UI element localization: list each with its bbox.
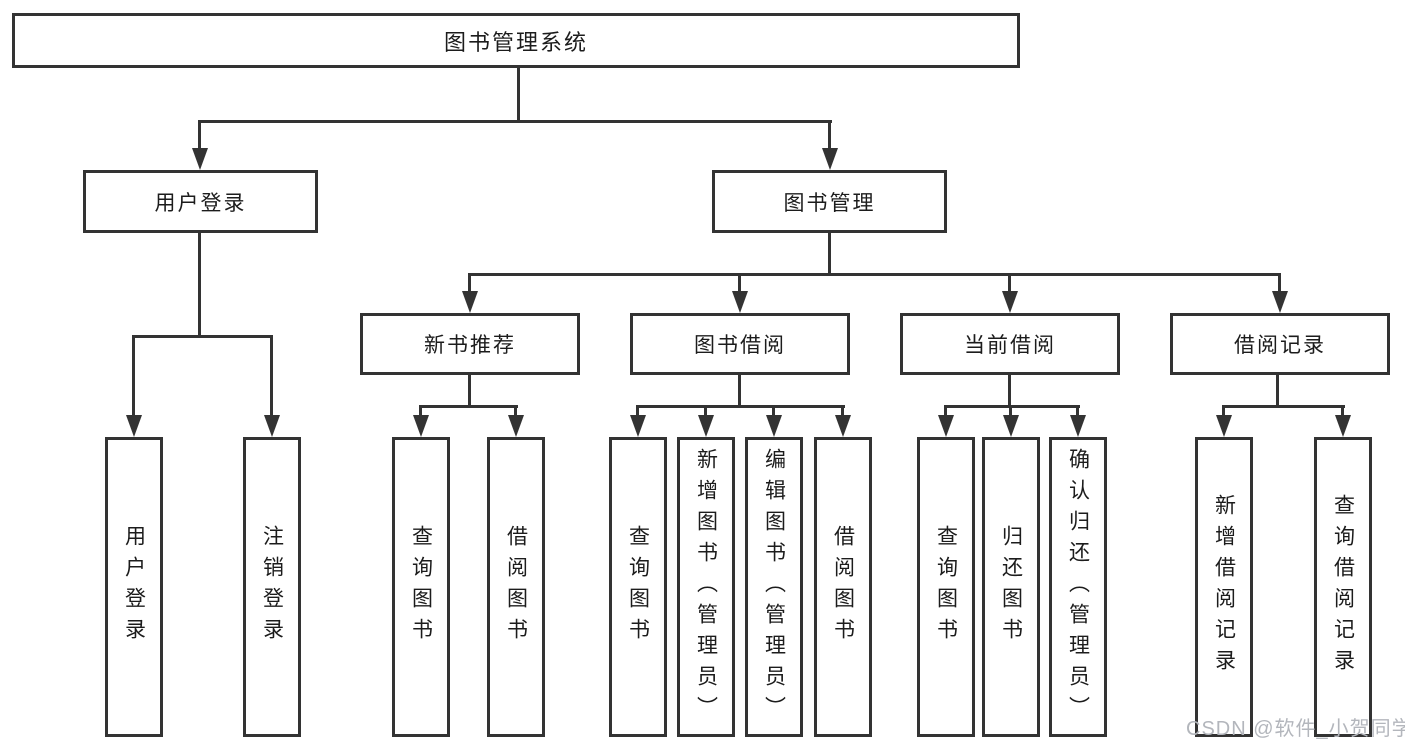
leaf-add-books-admin: 新增图书（管理员） bbox=[677, 437, 735, 737]
leaf-edit-books-admin: 编辑图书（管理员） bbox=[745, 437, 803, 737]
arrowhead-icon bbox=[192, 148, 208, 170]
connector-line bbox=[704, 405, 707, 419]
leaf-query-borrow-record: 查询借阅记录 bbox=[1314, 437, 1372, 737]
connector-line bbox=[1009, 405, 1012, 419]
arrowhead-icon bbox=[126, 415, 142, 437]
connector-line bbox=[1008, 375, 1011, 405]
arrowhead-icon bbox=[1272, 291, 1288, 313]
arrowhead-icon bbox=[264, 415, 280, 437]
connector-line bbox=[636, 405, 639, 419]
connector-line bbox=[636, 405, 845, 408]
connector-line bbox=[198, 233, 201, 335]
arrowhead-icon bbox=[766, 415, 782, 437]
connector-line bbox=[1008, 273, 1011, 295]
leaf-return-books: 归还图书 bbox=[982, 437, 1040, 737]
connector-line bbox=[198, 120, 201, 152]
connector-trunk-hline bbox=[198, 120, 832, 123]
arrowhead-icon bbox=[1216, 415, 1232, 437]
connector-line bbox=[514, 405, 517, 419]
arrowhead-icon bbox=[732, 291, 748, 313]
arrowhead-icon bbox=[698, 415, 714, 437]
csdn-watermark: CSDN @软件_小贺同学 bbox=[1186, 718, 1405, 740]
leaf-borrow-books-recommend: 借阅图书 bbox=[487, 437, 545, 737]
leaf-query-books-current: 查询图书 bbox=[917, 437, 975, 737]
arrowhead-icon bbox=[1070, 415, 1086, 437]
leaf-logout: 注销登录 bbox=[243, 437, 301, 737]
connector-line bbox=[1076, 405, 1079, 419]
connector-line bbox=[419, 405, 422, 419]
connector-line bbox=[1341, 405, 1344, 419]
arrowhead-icon bbox=[1335, 415, 1351, 437]
node-new-book-recommend: 新书推荐 bbox=[360, 313, 580, 375]
leaf-query-books-borrow: 查询图书 bbox=[609, 437, 667, 737]
node-borrow-records: 借阅记录 bbox=[1170, 313, 1390, 375]
connector-line bbox=[841, 405, 844, 419]
node-user-login: 用户登录 bbox=[83, 170, 318, 233]
node-book-management: 图书管理 bbox=[712, 170, 947, 233]
connector-trunk-stem bbox=[517, 67, 520, 120]
connector-line bbox=[772, 405, 775, 419]
arrowhead-icon bbox=[462, 291, 478, 313]
connector-line bbox=[738, 273, 741, 295]
arrowhead-icon bbox=[835, 415, 851, 437]
connector-line bbox=[1222, 405, 1225, 419]
arrowhead-icon bbox=[630, 415, 646, 437]
connector-line bbox=[944, 405, 947, 419]
leaf-query-books-recommend: 查询图书 bbox=[392, 437, 450, 737]
connector-line bbox=[1276, 375, 1279, 405]
leaf-confirm-return-admin: 确认归还（管理员） bbox=[1049, 437, 1107, 737]
connector-line bbox=[468, 273, 471, 295]
arrowhead-icon bbox=[938, 415, 954, 437]
leaf-add-borrow-record: 新增借阅记录 bbox=[1195, 437, 1253, 737]
connector-line bbox=[419, 405, 518, 408]
arrowhead-icon bbox=[413, 415, 429, 437]
node-book-borrow: 图书借阅 bbox=[630, 313, 850, 375]
node-root: 图书管理系统 bbox=[12, 13, 1020, 68]
connector-line bbox=[1278, 273, 1281, 295]
connector-line bbox=[270, 335, 273, 419]
connector-line bbox=[468, 375, 471, 405]
connector-line bbox=[132, 335, 273, 338]
connector-line bbox=[1222, 405, 1345, 408]
leaf-user-login: 用户登录 bbox=[105, 437, 163, 737]
node-current-borrow: 当前借阅 bbox=[900, 313, 1120, 375]
connector-line bbox=[828, 233, 831, 273]
connector-line bbox=[738, 375, 741, 405]
connector-line bbox=[828, 120, 831, 152]
leaf-borrow-books: 借阅图书 bbox=[814, 437, 872, 737]
connector-line bbox=[132, 335, 135, 419]
arrowhead-icon bbox=[1002, 291, 1018, 313]
connector-line bbox=[944, 405, 1080, 408]
arrowhead-icon bbox=[822, 148, 838, 170]
arrowhead-icon bbox=[508, 415, 524, 437]
arrowhead-icon bbox=[1003, 415, 1019, 437]
connector-line bbox=[468, 273, 1281, 276]
